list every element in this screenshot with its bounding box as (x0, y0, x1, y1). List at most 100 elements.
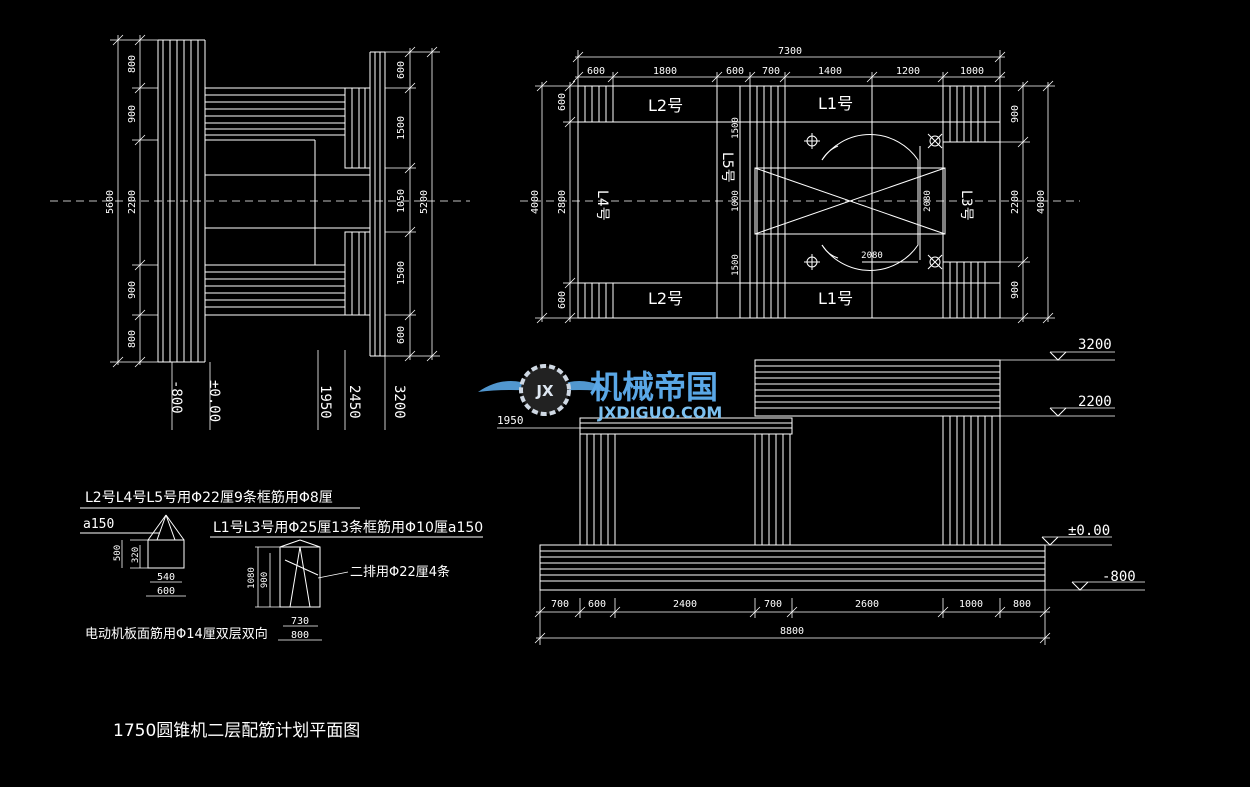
lower-left-slab (579, 417, 793, 435)
inner-dim-b: 1000 (731, 190, 741, 212)
elev-dim-1: 700 (551, 599, 569, 610)
inner-dim-e: 2080 (861, 251, 883, 261)
left-dim-5: 800 (127, 330, 138, 348)
gear-icon (519, 364, 571, 416)
section-detail-1: 500 320 540 600 (113, 514, 186, 597)
section2-w2: 800 (291, 630, 309, 641)
left-middle-block (205, 139, 370, 266)
level-1950: 1950 (317, 385, 333, 419)
plan-top-dim-4: 700 (762, 66, 780, 77)
level-2450: 2450 (346, 385, 362, 419)
left-overall-dim: 5600 (105, 190, 116, 214)
right-dim-2: 1500 (396, 116, 407, 140)
right-dim-4: 1500 (396, 261, 407, 285)
elev-dim-5: 2600 (855, 599, 879, 610)
right-overall-dim: 5200 (419, 190, 430, 214)
section2-h1: 1080 (247, 567, 257, 589)
plan-right-columns (942, 86, 1000, 318)
left-dimension-chain: 800 900 2200 900 800 5600 (105, 34, 158, 368)
level-minus-800: -800 (168, 380, 184, 414)
label-l2-bottom: L2号 (648, 289, 683, 308)
note-1b: a150 (83, 517, 114, 532)
elev-dim-7: 800 (1013, 599, 1031, 610)
elev-level-minus-800: -800 (1102, 569, 1136, 585)
plan-right-overall: 4000 (1036, 190, 1047, 214)
section1-w1: 540 (157, 572, 175, 583)
left-dim-4: 900 (127, 281, 138, 299)
left-side-view: 800 900 2200 900 800 5600 600 (50, 34, 470, 430)
section1-h2: 320 (131, 547, 141, 563)
watermark-cn: 机械帝国 (590, 368, 718, 406)
section2-callout: 二排用Φ22厘4条 (350, 564, 450, 580)
elev-dim-6: 1000 (959, 599, 983, 610)
note-1: L2号L4号L5号用Φ22厘9条框筋用Φ8厘 (85, 489, 333, 506)
left-dim-2: 900 (127, 105, 138, 123)
plan-top-dim-7: 1000 (960, 66, 984, 77)
plan-top-dim-5: 1400 (818, 66, 842, 77)
left-top-beam (204, 87, 371, 169)
motor-opening (754, 134, 946, 271)
upper-slab (754, 359, 1001, 417)
elevation-view: 3200 2200 ±0.00 -800 1950 (497, 337, 1145, 645)
section2-w1: 730 (291, 616, 309, 627)
elev-overall-dim: 8800 (780, 626, 804, 637)
note-3: 电动机板面筋用Φ14厘双层双向 (85, 626, 268, 642)
elevation-bottom-dimensions: 700 600 2400 700 2600 1000 800 8800 (534, 590, 1051, 645)
left-bottom-beam (204, 231, 371, 316)
plan-top-dim-6: 1200 (896, 66, 920, 77)
plan-view: L2号 L2号 L1号 L1号 L4号 L5号 L3号 1500 1000 15… (520, 46, 1080, 324)
plan-top-dimensions: 7300 600 1800 600 700 1400 1200 1000 (572, 46, 1006, 86)
plan-right-dimensions: 900 2200 900 4000 (1000, 80, 1055, 324)
label-l5: L5号 (719, 152, 735, 183)
section-detail-2: 1080 900 730 800 二排用Φ22厘4条 (247, 539, 450, 641)
section2-h2: 900 (260, 572, 270, 588)
plan-top-dim-3: 600 (726, 66, 744, 77)
elevation-columns (579, 416, 1001, 545)
right-dim-1: 600 (396, 61, 407, 79)
section1-w2: 600 (157, 586, 175, 597)
plan-top-overall: 7300 (778, 46, 802, 57)
left-level-markers: -800 ±0.00 1950 2450 3200 (168, 350, 407, 430)
label-l2-top: L2号 (648, 96, 683, 115)
elev-dim-4: 700 (764, 599, 782, 610)
elev-level-fragment-1950: 1950 (497, 414, 524, 427)
plan-left-dim-1: 600 (557, 93, 568, 111)
elev-dim-3: 2400 (673, 599, 697, 610)
plan-middle-columns (716, 86, 873, 318)
level-zero: ±0.00 (206, 380, 222, 422)
label-l3: L3号 (958, 190, 974, 221)
left-dim-3: 2200 (127, 190, 138, 214)
plan-right-dim-1: 900 (1010, 105, 1021, 123)
foundation (539, 544, 1046, 591)
elev-level-2200: 2200 (1078, 394, 1112, 410)
notes-area: L2号L4号L5号用Φ22厘9条框筋用Φ8厘 a150 L1号L3号用Φ25厘1… (80, 489, 483, 642)
inner-dim-a: 1500 (731, 117, 741, 139)
label-l1-bottom: L1号 (818, 289, 853, 308)
plan-left-overall: 4000 (530, 190, 541, 214)
plan-left-columns (578, 86, 1000, 318)
elev-level-3200: 3200 (1078, 337, 1112, 353)
right-dimension-chain: 600 1500 1050 1500 600 5200 (385, 46, 440, 362)
anchor-bolts (804, 133, 943, 270)
inner-dim-d: 2080 (923, 190, 933, 212)
plan-left-dimensions: 600 2800 600 4000 (530, 80, 578, 324)
plan-top-dim-1: 600 (587, 66, 605, 77)
elev-level-zero: ±0.00 (1068, 523, 1110, 539)
plan-right-dim-2: 2200 (1010, 190, 1021, 214)
note-2: L1号L3号用Φ25厘13条框筋用Φ10厘a150 (213, 519, 483, 536)
right-tall-column (369, 51, 386, 357)
label-l4: L4号 (594, 190, 610, 221)
plan-top-dim-2: 1800 (653, 66, 677, 77)
right-dim-3: 1050 (396, 189, 407, 213)
inner-dim-c: 1500 (731, 254, 741, 276)
drawing-title: 1750圆锥机二层配筋计划平面图 (113, 721, 360, 741)
label-l1-top: L1号 (818, 94, 853, 113)
level-3200: 3200 (391, 385, 407, 419)
watermark-en: JXDIGUO.COM (597, 403, 722, 422)
elevation-level-markers: 3200 2200 ±0.00 -800 1950 (497, 337, 1145, 591)
plan-left-dim-3: 600 (557, 291, 568, 309)
left-dim-1: 800 (127, 55, 138, 73)
plan-left-dim-2: 2800 (557, 190, 568, 214)
section1-h1: 500 (113, 545, 123, 561)
